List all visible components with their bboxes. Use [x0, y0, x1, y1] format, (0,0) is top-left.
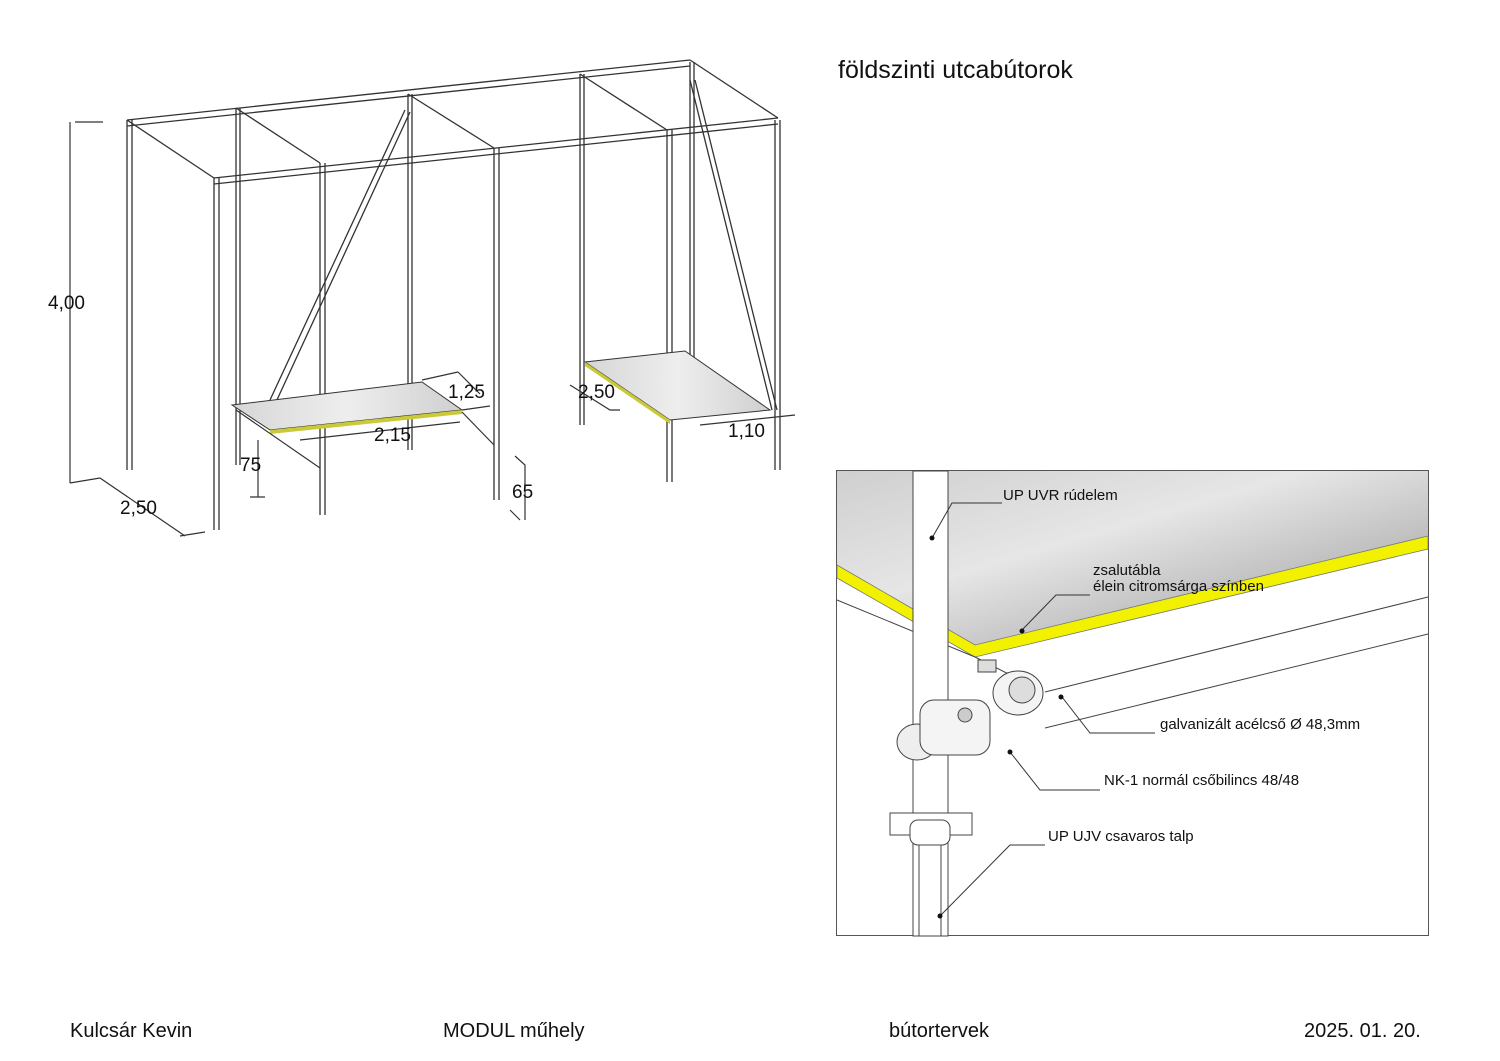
label-clamp: NK-1 normál csőbilincs 48/48 [1104, 772, 1300, 789]
footer-category: bútortervek [889, 1020, 990, 1042]
detail-view [836, 470, 1429, 937]
dim-bench1-offset: 75 [240, 455, 262, 476]
frame [126, 59, 781, 530]
dim-bench2-length: 2,50 [578, 382, 615, 403]
dim-bench1-length: 2,15 [374, 425, 411, 446]
dim-bench2-width: 1,10 [728, 421, 765, 442]
dim-seat-height: 65 [512, 482, 534, 503]
dim-bench1-width: 1,25 [448, 382, 485, 403]
label-board-2: élein citromsárga színben [1093, 578, 1264, 595]
dim-depth: 2,50 [120, 498, 157, 519]
footer-studio: MODUL műhely [443, 1020, 585, 1042]
dim-height: 4,00 [48, 293, 85, 314]
label-board-1: zsalutábla [1093, 562, 1161, 579]
footer-date: 2025. 01. 20. [1304, 1020, 1421, 1042]
sheet-title: földszinti utcabútorok [838, 56, 1073, 84]
label-post: UP UVR rúdelem [1003, 487, 1118, 504]
footer-author: Kulcsár Kevin [70, 1020, 193, 1042]
label-foot: UP UJV csavaros talp [1048, 828, 1194, 845]
bench-board-2 [583, 350, 772, 421]
label-tube: galvanizált acélcső Ø 48,3mm [1160, 716, 1361, 733]
